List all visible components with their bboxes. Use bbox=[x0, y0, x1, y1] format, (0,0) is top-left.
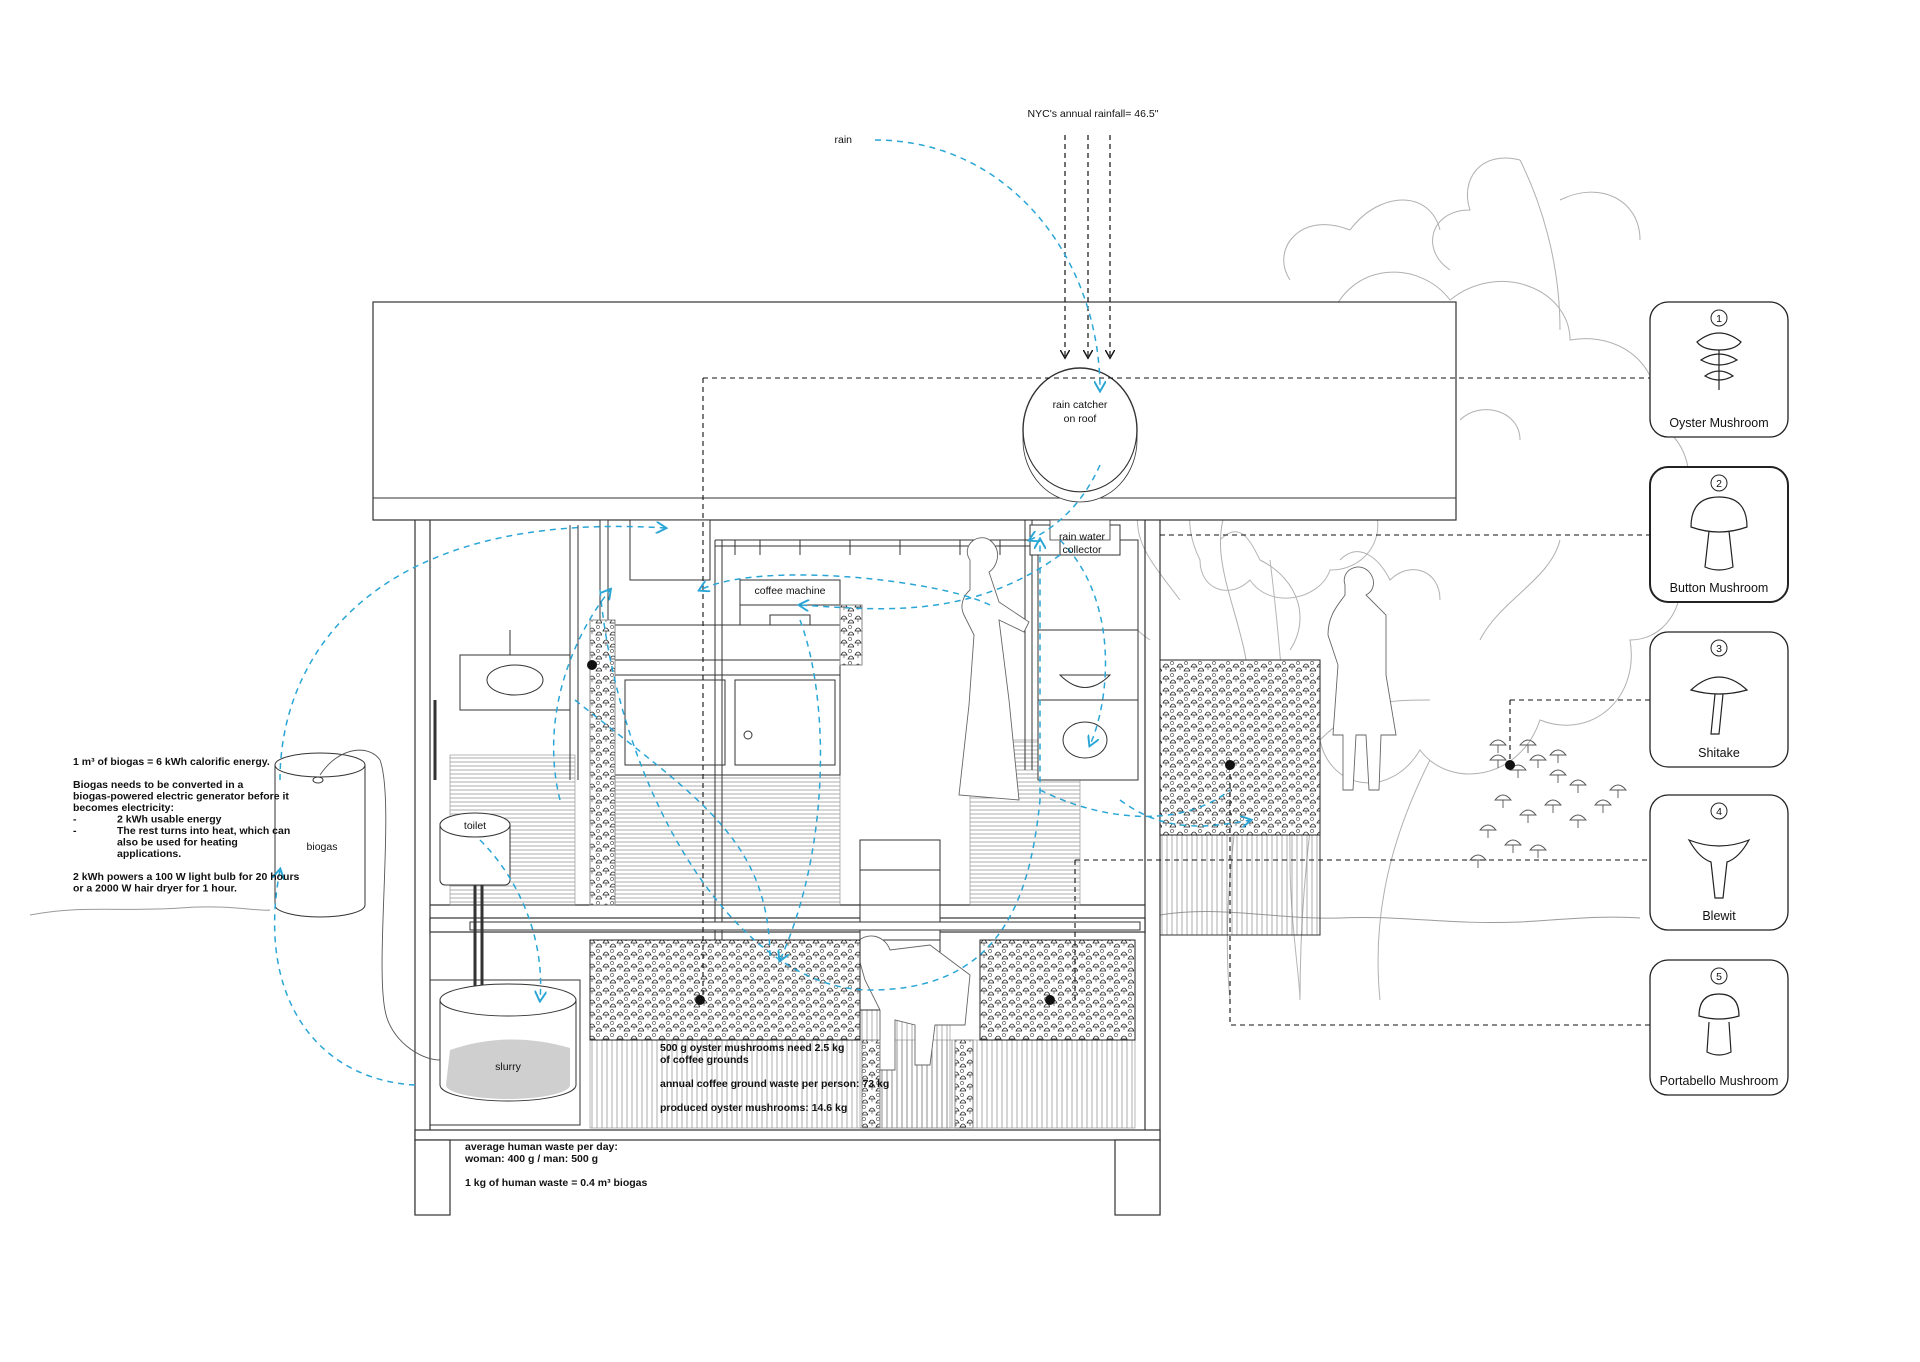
leader-lines bbox=[702, 377, 1650, 1026]
mushroom-beds bbox=[589, 604, 1321, 1129]
person-figures bbox=[854, 537, 1397, 1071]
card-number-circle bbox=[1710, 802, 1728, 820]
card-number-circle bbox=[1710, 639, 1728, 657]
coffeeNote-line: produced oyster mushrooms: 14.6 kg bbox=[660, 1102, 847, 1114]
mushroom-icon bbox=[1689, 676, 1749, 735]
diagram-labels: rain NYC's annual rainfall= 46.5" rain c… bbox=[307, 108, 1159, 1073]
biogasNote-line: biogas-powered electric generator before… bbox=[73, 791, 289, 803]
card-number-circle bbox=[1710, 474, 1728, 492]
card-name: Blewit bbox=[1702, 909, 1736, 923]
biogasNote-line: 1 m³ of biogas = 6 kWh calorific energy. bbox=[73, 756, 270, 768]
biogasNote-line: Biogas needs to be converted in a bbox=[73, 779, 244, 791]
label-rain-catcher-1: rain catcher bbox=[1053, 399, 1108, 411]
card-number: 1 bbox=[1716, 313, 1722, 325]
biogasNote-line: or a 2000 W hair dryer for 1 hour. bbox=[73, 883, 237, 895]
label-coffee-machine: coffee machine bbox=[754, 585, 825, 597]
biogas-energy-note: 1 m³ of biogas = 6 kWh calorific energy.… bbox=[73, 756, 300, 895]
toilet-fixture bbox=[439, 812, 511, 995]
coffeeNote-line: of coffee grounds bbox=[660, 1054, 749, 1066]
label-slurry: slurry bbox=[495, 1061, 521, 1073]
label-rain-collector-2: collector bbox=[1062, 544, 1102, 556]
card-name: Button Mushroom bbox=[1670, 581, 1769, 595]
building-roof bbox=[372, 301, 1457, 521]
biogasNote-line: 2 kWh powers a 100 W light bulb for 20 h… bbox=[73, 871, 300, 883]
wasteNote-line: 1 kg of human waste = 0.4 m³ biogas bbox=[465, 1177, 648, 1189]
rain-catcher bbox=[1022, 367, 1138, 541]
card-number-circle bbox=[1710, 967, 1728, 985]
mushroom-icon bbox=[1698, 993, 1740, 1056]
mushroom-icon bbox=[1690, 496, 1748, 571]
label-annual-rainfall: NYC's annual rainfall= 46.5" bbox=[1028, 108, 1159, 120]
wasteNote-line: woman: 400 g / man: 500 g bbox=[464, 1153, 598, 1165]
card-number: 3 bbox=[1716, 643, 1722, 655]
label-rain-collector-1: rain water bbox=[1059, 531, 1106, 543]
biogasNote-line: The rest turns into heat, which can bbox=[117, 825, 290, 837]
card-number: 4 bbox=[1716, 806, 1722, 818]
biogas-tank bbox=[274, 749, 441, 1061]
coffeeNote-line: annual coffee ground waste per person: 7… bbox=[660, 1078, 889, 1090]
coffeeNote-line: 500 g oyster mushrooms need 2.5 kg bbox=[660, 1042, 844, 1054]
card-name: Shitake bbox=[1698, 746, 1740, 760]
label-rain-catcher-2: on roof bbox=[1064, 413, 1097, 425]
card-number: 5 bbox=[1716, 971, 1722, 983]
interior-furniture bbox=[433, 519, 1141, 1035]
wasteNote-line: average human waste per day: bbox=[465, 1141, 618, 1153]
bullet-dash: - bbox=[73, 814, 77, 826]
card-name: Oyster Mushroom bbox=[1669, 416, 1768, 430]
bullet-dash: - bbox=[73, 825, 77, 837]
biogasNote-line: applications. bbox=[117, 848, 181, 860]
label-toilet: toilet bbox=[464, 820, 486, 832]
mushroom-icon bbox=[1696, 332, 1742, 390]
biogasNote-line: becomes electricity: bbox=[73, 802, 174, 814]
rainfall-arrows bbox=[1065, 135, 1110, 357]
biogasNote-line: 2 kWh usable energy bbox=[117, 814, 222, 826]
slurry-tank bbox=[429, 979, 581, 1126]
ground-mushrooms bbox=[1469, 739, 1627, 868]
biogasNote-line: also be used for heating bbox=[117, 837, 238, 849]
flow-lines bbox=[275, 139, 1250, 1086]
card-name: Portabello Mushroom bbox=[1660, 1074, 1779, 1088]
label-biogas: biogas bbox=[307, 841, 338, 853]
label-rain: rain bbox=[834, 134, 852, 146]
human-waste-note: average human waste per day:woman: 400 g… bbox=[464, 1141, 648, 1189]
mushroom-icon bbox=[1687, 838, 1751, 899]
card-number: 2 bbox=[1716, 478, 1722, 490]
card-number-circle bbox=[1710, 309, 1728, 327]
